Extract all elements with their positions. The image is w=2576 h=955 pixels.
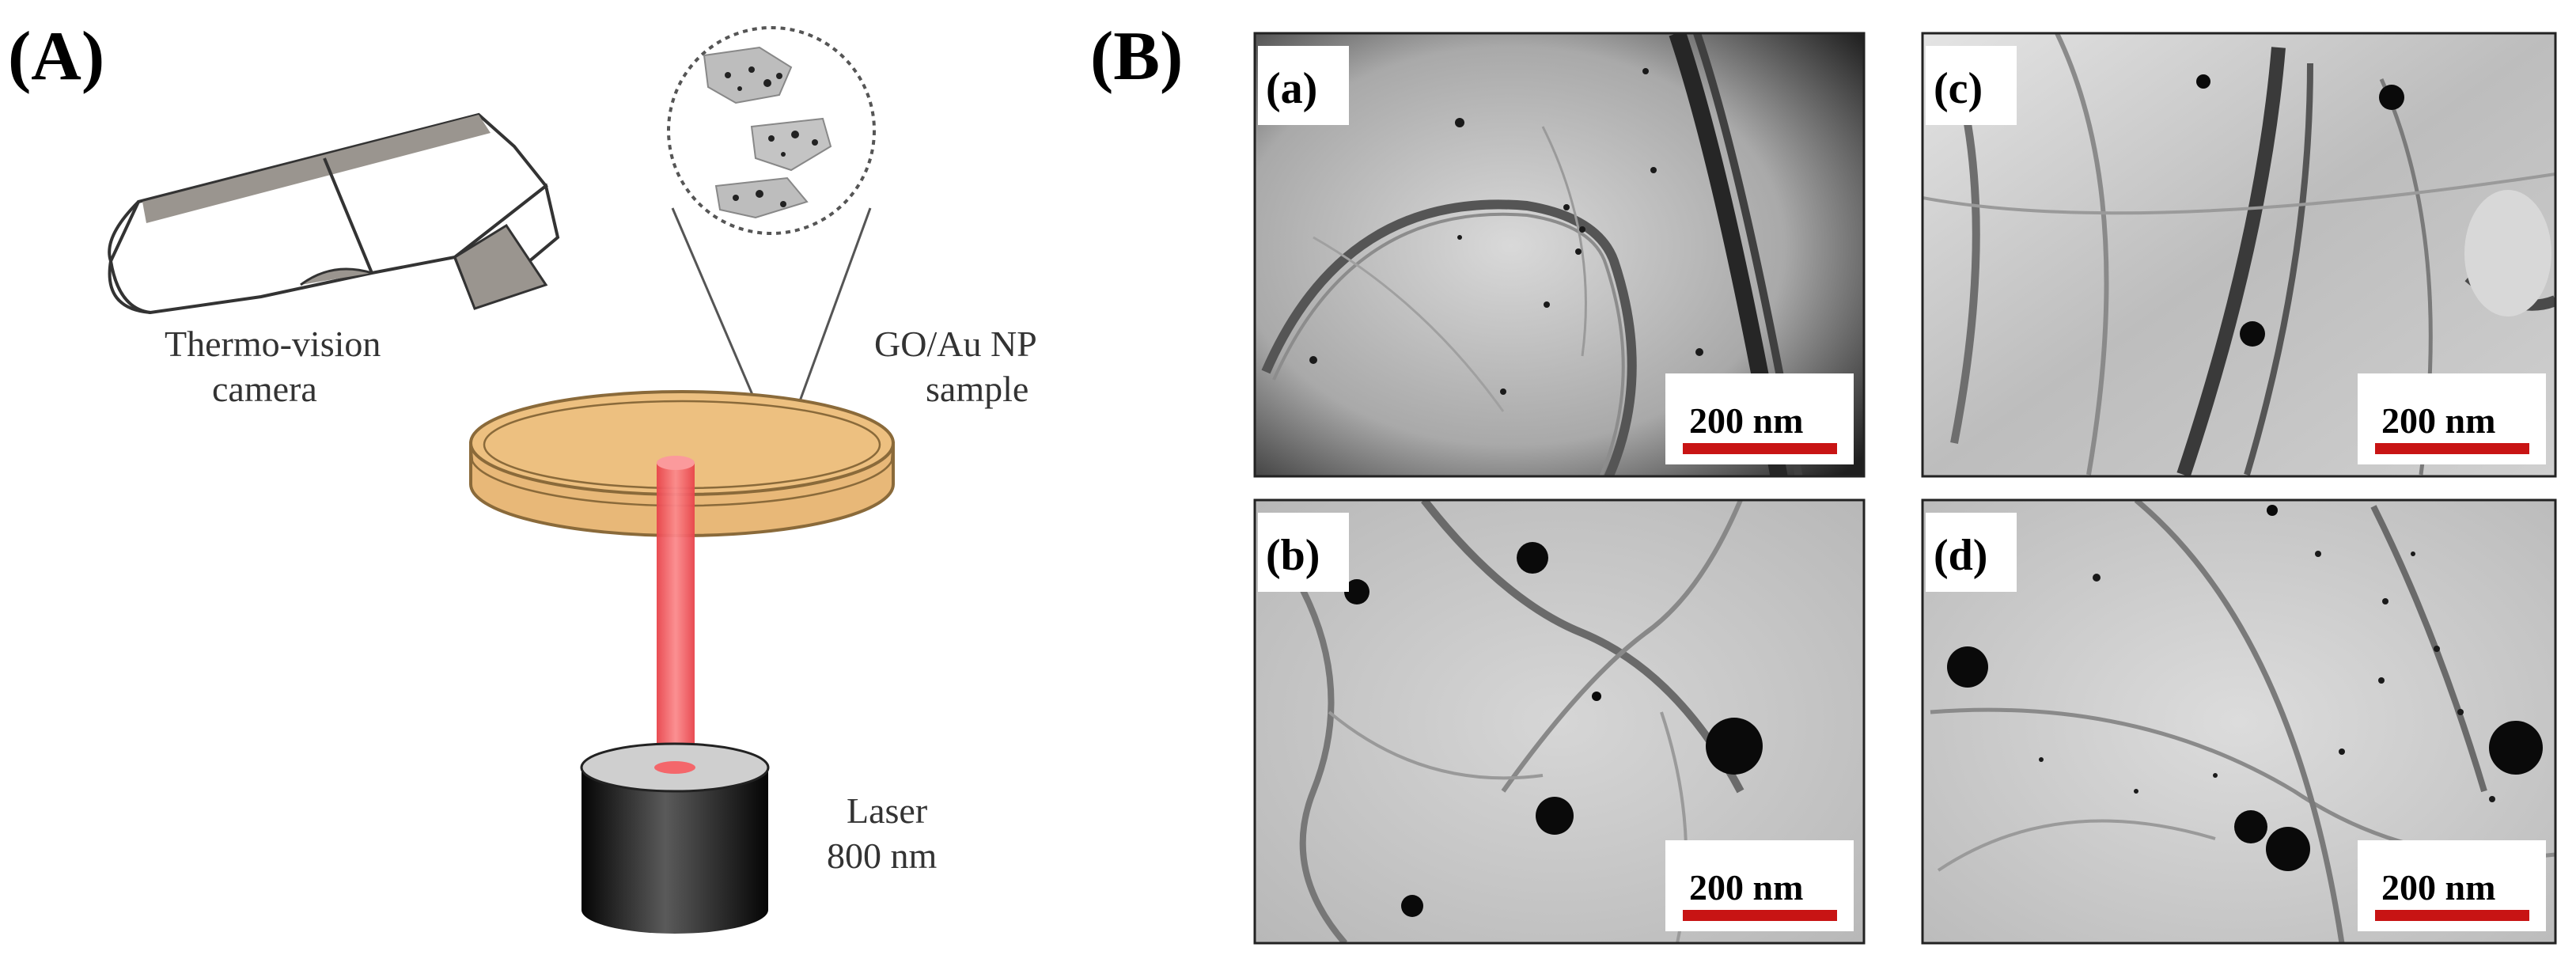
- tem-label-b: (b): [1266, 531, 1320, 580]
- scale-bar-c: [2375, 443, 2529, 454]
- camera-caption-line1: Thermo-vision: [165, 324, 381, 364]
- tem-label-c: (c): [1934, 64, 1983, 113]
- laser-caption-line1: Laser: [847, 790, 927, 831]
- scale-text-d: 200 nm: [2381, 867, 2495, 908]
- scale-bar-a: [1683, 443, 1837, 454]
- laser-caption-line2: 800 nm: [827, 836, 938, 876]
- laser-beam: [657, 456, 695, 775]
- laser-source-icon: [580, 742, 770, 934]
- tem-label-d: (d): [1934, 531, 1987, 580]
- scale-bar-d: [2375, 910, 2529, 921]
- thermo-camera-icon: [108, 112, 560, 315]
- tem-image-b: (b) 200 nm: [1253, 498, 1866, 945]
- camera-caption-line2: camera: [212, 369, 317, 409]
- tem-image-d: (d) 200 nm: [1921, 498, 2557, 945]
- tem-image-a: (a) 200 nm: [1253, 32, 1866, 478]
- scale-bar-b: [1683, 910, 1837, 921]
- sample-caption-line1: GO/Au NP: [874, 324, 1037, 364]
- tem-label-a: (a): [1266, 64, 1317, 113]
- panel-label-b: (B): [1090, 18, 1183, 95]
- scale-text-c: 200 nm: [2381, 400, 2495, 441]
- tem-image-c: (c) 200 nm: [1921, 32, 2557, 478]
- camera-lens-band: [453, 223, 548, 310]
- sample-caption-line2: sample: [926, 369, 1029, 409]
- panel-label-a: (A): [8, 18, 104, 95]
- scale-text-b: 200 nm: [1689, 867, 1803, 908]
- scale-text-a: 200 nm: [1689, 400, 1803, 441]
- camera-top-band: [142, 115, 491, 223]
